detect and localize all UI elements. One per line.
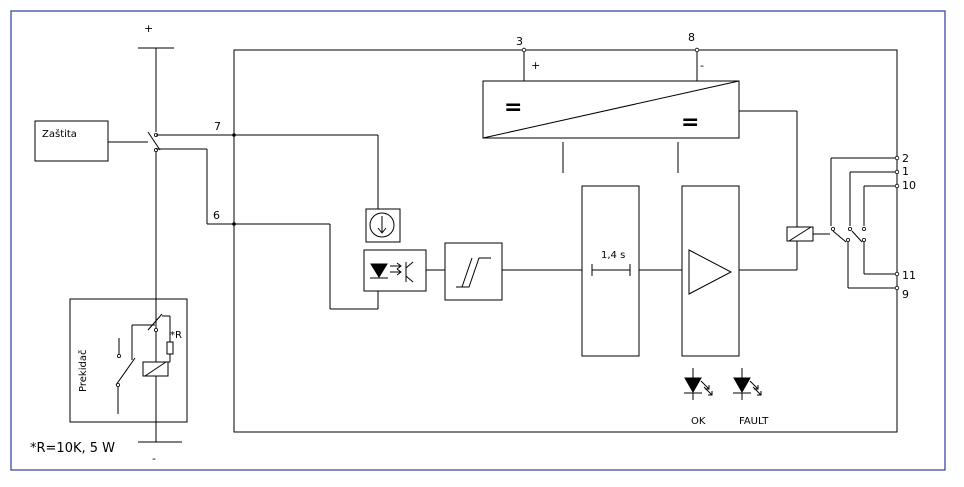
breaker-coil (142, 361, 169, 377)
optocoupler (363, 249, 427, 292)
converter-eq-left: = (504, 95, 522, 120)
resistor-note: *R=10K, 5 W (30, 441, 115, 456)
converter-eq-right: = (681, 110, 699, 135)
terminal-7-label: 7 (214, 120, 221, 133)
plus-label: + (144, 22, 153, 35)
terminal-8-label: 8 (688, 31, 695, 44)
optocoupler-led (370, 261, 414, 283)
breaker-box (69, 298, 188, 423)
converter-minus: - (700, 59, 704, 72)
terminal-3-label: 3 (516, 35, 523, 48)
schmitt-trigger (444, 242, 503, 301)
module-box (233, 49, 898, 433)
terminal-10-label: 10 (902, 179, 916, 192)
ok-label: OK (691, 416, 706, 427)
converter-plus: + (531, 59, 540, 72)
terminal-11-label: 11 (902, 269, 916, 282)
fault-label: FAULT (739, 416, 769, 427)
breaker-label: Prekidač (77, 350, 89, 392)
relay-contacts (830, 157, 897, 289)
protection-label: Zaštita (42, 128, 77, 140)
fault-led-icon (733, 368, 762, 400)
terminal-10-dot (894, 183, 900, 189)
terminal-6-label: 6 (213, 209, 220, 222)
ok-led-icon (684, 368, 713, 400)
breaker-contacts (115, 313, 174, 414)
terminal-11-dot (894, 271, 900, 277)
amplifier-block (681, 185, 740, 357)
resistor-mark: *R (170, 330, 182, 341)
timer-label: 1,4 s (601, 250, 625, 261)
minus-label: - (152, 452, 156, 465)
terminal-9-label: 9 (902, 288, 909, 301)
supply-rail-plus: + (138, 22, 174, 132)
outer-frame (10, 10, 946, 471)
terminal-2-dot (894, 155, 900, 161)
supply-rail-minus: - (138, 150, 182, 465)
protection-box (34, 120, 109, 162)
terminal-1-dot (894, 169, 900, 175)
terminal-2-label: 2 (902, 152, 909, 165)
terminal-1-label: 1 (902, 165, 909, 178)
terminal-9-dot (894, 285, 900, 291)
